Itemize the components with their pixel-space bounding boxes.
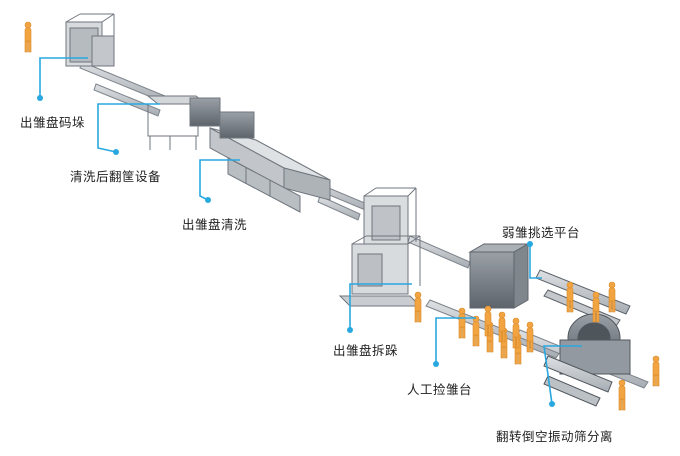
turnover-machine [146, 95, 221, 150]
worker [498, 311, 506, 343]
callout-line-stack [39, 57, 88, 98]
washing-machine [209, 111, 331, 213]
worker [618, 379, 626, 411]
worker [608, 281, 616, 313]
worker [484, 305, 492, 337]
worker [512, 317, 520, 349]
label-turnover: 清洗后翻筐设备 [70, 169, 162, 184]
middle-tower [363, 187, 417, 251]
vibrating-sieve [543, 313, 631, 407]
workers [24, 21, 660, 411]
weak-chick-platform [468, 243, 631, 327]
label-washing: 出雏盘清洗 [182, 217, 248, 232]
label-manual-pick: 人工捡雏台 [407, 382, 473, 397]
callout-line-destack [349, 283, 412, 330]
label-weak-platform: 弱雏挑选平台 [502, 225, 581, 240]
worker [652, 355, 660, 387]
callout-line-sieve [543, 345, 582, 405]
worker [566, 281, 574, 313]
worker [472, 315, 480, 347]
destack-machine [338, 235, 422, 307]
callout-lines [39, 57, 582, 405]
worker [458, 307, 466, 339]
worker [414, 291, 422, 323]
label-vibrate-sieve: 翻转倒空振动筛分离 [496, 429, 614, 444]
callout-dots [37, 95, 555, 407]
worker [24, 21, 32, 53]
worker [526, 321, 534, 353]
label-destack: 出雏盘拆跺 [333, 343, 399, 358]
label-stack: 出雏盘码垛 [20, 115, 86, 130]
worker [592, 291, 600, 323]
callout-line-turnover [97, 103, 160, 153]
callout-line-manual [435, 317, 476, 364]
callout-line-washing [199, 159, 240, 201]
callout-line-weak [529, 244, 542, 279]
